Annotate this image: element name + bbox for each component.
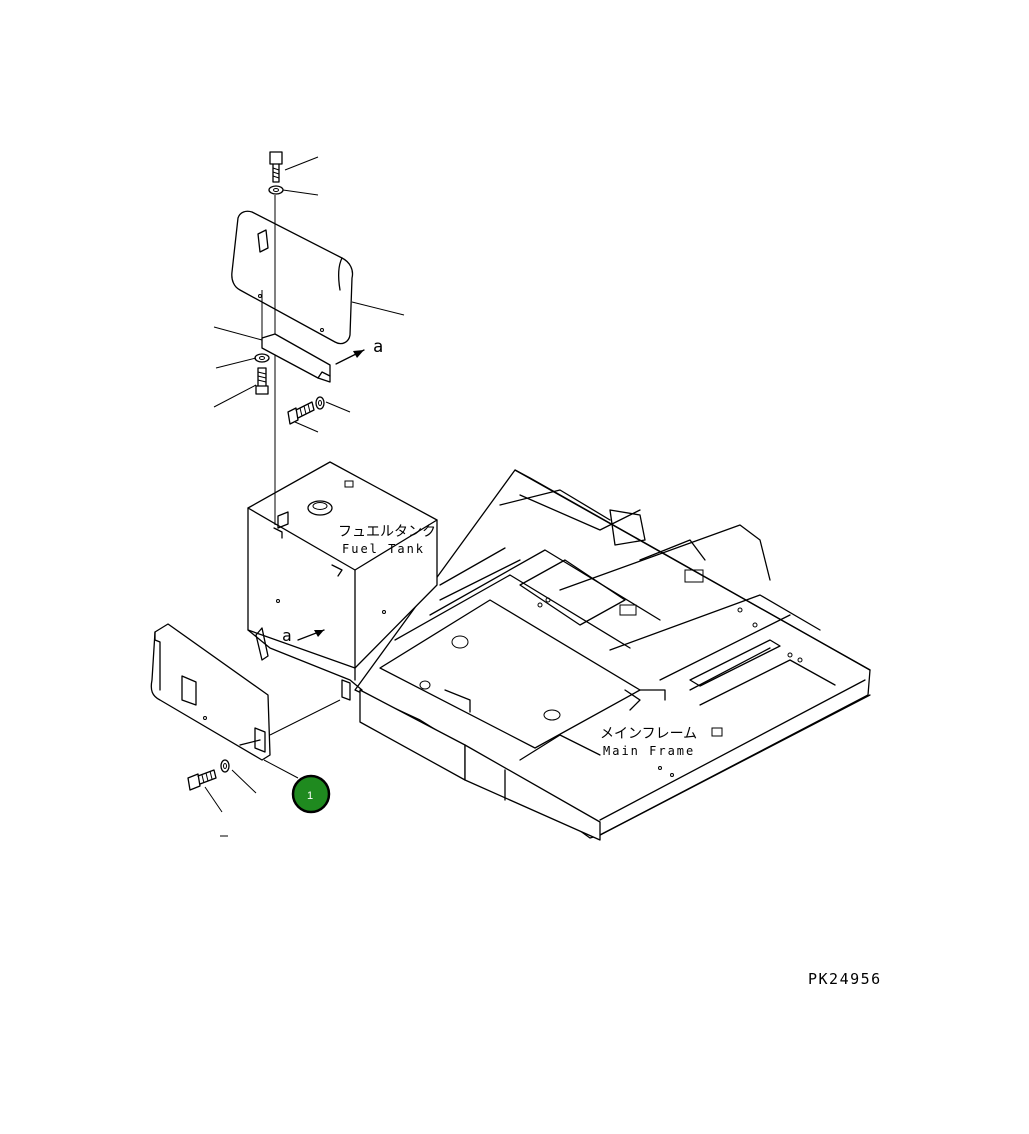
- main-frame-label-en: Main Frame: [603, 744, 695, 758]
- left-bolt: [255, 367, 269, 395]
- view-arrow-a-lower: a: [282, 626, 325, 645]
- side-cover: [150, 623, 271, 761]
- fuel-tank: フュエルタンク Fuel Tank: [247, 461, 438, 701]
- leader-lines: [204, 156, 405, 813]
- fuel-tank-label-en: Fuel Tank: [342, 542, 425, 556]
- top-bolt: [269, 151, 283, 183]
- tank-cover: [231, 210, 354, 345]
- fuel-tank-label-ja: フュエルタンク: [338, 524, 436, 540]
- figure-code: PK24956: [808, 970, 882, 988]
- callout-badge-1-label: 1: [307, 790, 313, 802]
- lower-washer: [220, 759, 230, 773]
- cover-assembly-line: [269, 699, 341, 736]
- arrow-a-upper-label: a: [373, 337, 383, 357]
- bracket: [261, 333, 331, 383]
- side-bolt: [287, 401, 315, 425]
- side-washer: [315, 396, 325, 410]
- main-frame-label-ja: メインフレーム: [600, 726, 697, 742]
- arrow-a-lower-label: a: [282, 626, 292, 645]
- callout-badge-1[interactable]: 1: [291, 774, 331, 814]
- lower-bolt: [187, 769, 217, 791]
- view-arrow-a-upper: a: [335, 337, 383, 365]
- top-washer: [268, 185, 284, 195]
- main-frame: [354, 469, 871, 841]
- left-washer: [254, 353, 270, 363]
